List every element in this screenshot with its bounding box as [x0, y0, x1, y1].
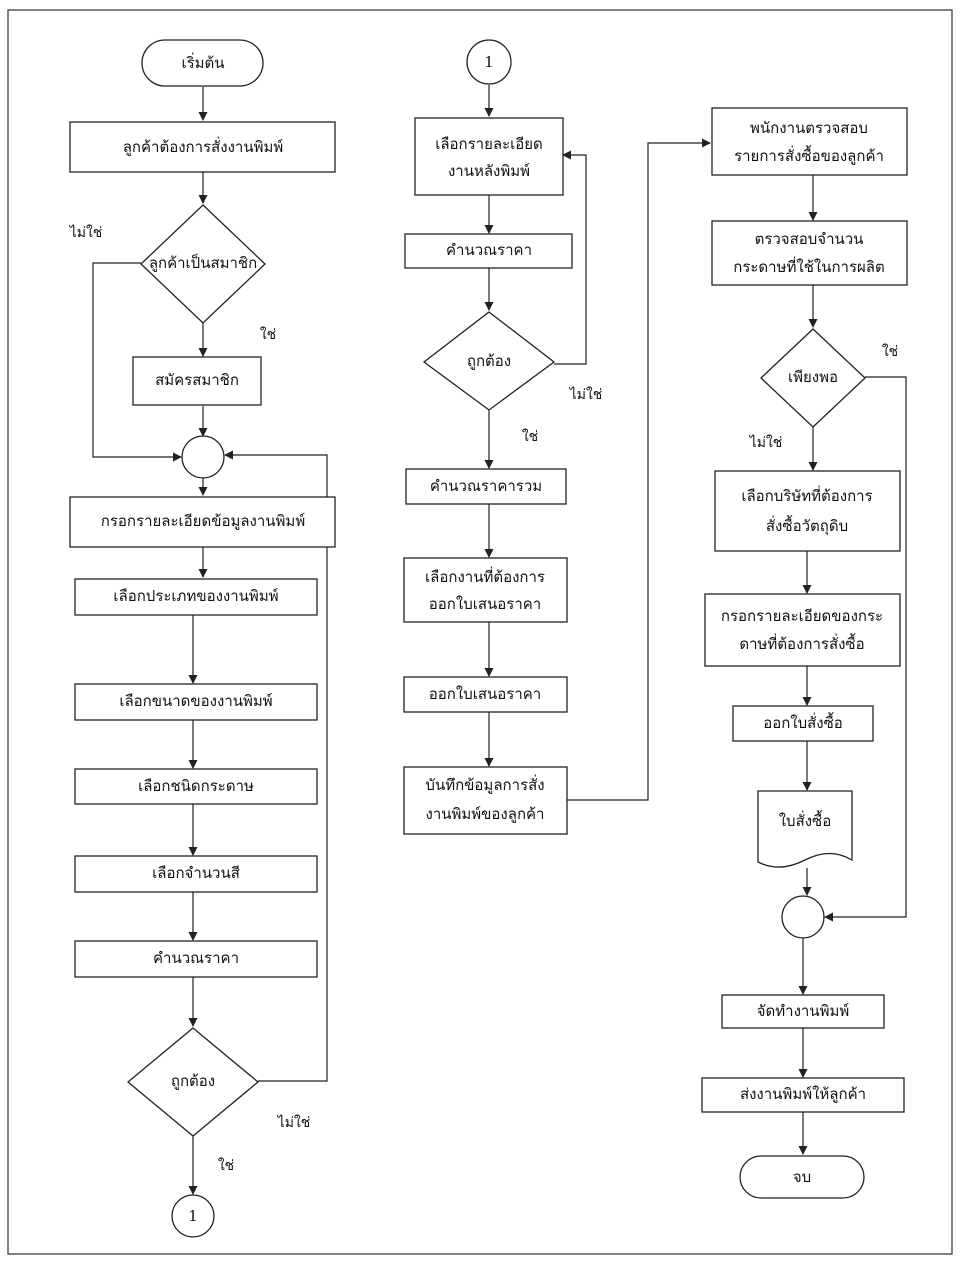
fill-paper-label-2: ดาษที่ต้องการสั่งซื้อ	[739, 633, 864, 653]
deliver-label: ส่งงานพิมพ์ให้ลูกค้า	[740, 1085, 866, 1103]
check-paper-label-1: ตรวจสอบจำนวน	[755, 230, 864, 248]
process-produce: จัดทำงานพิมพ์	[721, 994, 885, 1029]
enough-label: เพียงพอ	[788, 368, 838, 386]
edge-member-no	[92, 262, 182, 462]
is-member-no-label: ไม่ใช่	[69, 224, 103, 241]
document-po: ใบสั่งซื้อ	[757, 790, 853, 868]
process-staff-check: พนักงานตรวจสอบ รายการสั่งซื้อของลูกค้า	[711, 107, 908, 176]
correct-2-yes-label: ใช่	[522, 428, 538, 445]
offpage-connector-1: 1	[171, 1194, 215, 1238]
decision-correct-2: ถูกต้อง	[422, 311, 556, 411]
process-check-paper: ตรวจสอบจำนวน กระดาษที่ใช้ในการผลิต	[711, 220, 908, 286]
process-choose-type: เลือกประเภทของงานพิมพ์	[74, 578, 318, 616]
is-member-label: ลูกค้าเป็นสมาชิก	[149, 253, 257, 272]
enough-no-label: ไม่ใช่	[749, 434, 783, 451]
correct-2-label: ถูกต้อง	[467, 352, 511, 370]
is-member-yes-label: ใช่	[260, 326, 276, 343]
edges	[92, 85, 907, 1195]
customer-order-label: ลูกค้าต้องการสั่งงานพิมพ์	[123, 136, 284, 156]
fill-details-label: กรอกรายละเอียดข้อมูลงานพิมพ์	[101, 512, 305, 530]
staff-check-label-2: รายการสั่งซื้อของลูกค้า	[734, 145, 884, 165]
process-issue-po: ออกใบสั่งซื้อ	[732, 705, 874, 742]
edge-enough-yes	[824, 376, 907, 922]
correct-1-no-label: ไม่ใช่	[277, 1114, 311, 1131]
choose-size-label: เลือกขนาดของงานพิมพ์	[119, 692, 272, 710]
process-post-print: เลือกรายละเอียด งานหลังพิมพ์	[414, 117, 564, 196]
merge-connector-1	[181, 435, 225, 479]
save-order-label-1: บันทึกข้อมูลการสั่ง	[425, 774, 544, 794]
process-register: สมัครสมาชิก	[132, 356, 262, 406]
process-save-order: บันทึกข้อมูลการสั่ง งานพิมพ์ของลูกค้า	[403, 766, 568, 835]
merge-connector-2	[781, 895, 825, 939]
choose-colors-label: เลือกจำนวนสี	[152, 864, 240, 882]
offpage-connector-1-label: 1	[188, 1207, 198, 1225]
process-issue-quote: ออกใบเสนอราคา	[403, 676, 568, 713]
edge-save-staff	[567, 138, 711, 801]
end-label: จบ	[793, 1168, 811, 1186]
onpage-connector-1: 1	[466, 39, 512, 85]
page-frame	[7, 9, 953, 1255]
choose-company-label-2: สั่งซื้อวัตถุดิบ	[766, 515, 848, 536]
process-select-quote: เลือกงานที่ต้องการ ออกใบเสนอราคา	[403, 557, 568, 623]
save-order-label-2: งานพิมพ์ของลูกค้า	[426, 805, 545, 823]
issue-quote-label: ออกใบเสนอราคา	[429, 685, 541, 703]
calc-price-1-label: คำนวณราคา	[153, 949, 239, 967]
process-deliver: ส่งงานพิมพ์ให้ลูกค้า	[701, 1077, 905, 1113]
onpage-connector-1-label: 1	[484, 53, 494, 71]
enough-yes-label: ใช่	[882, 343, 898, 360]
decision-is-member: ลูกค้าเป็นสมาชิก	[140, 204, 266, 324]
register-label: สมัครสมาชิก	[155, 371, 239, 389]
process-choose-company: เลือกบริษัทที่ต้องการ สั่งซื้อวัตถุดิบ	[714, 470, 901, 552]
process-fill-paper-order: กรอกรายละเอียดของกระ ดาษที่ต้องการสั่งซื…	[704, 593, 901, 667]
start-terminal: เริ่มต้น	[141, 39, 264, 87]
process-calc-price-2: คำนวณราคา	[404, 233, 573, 269]
process-calc-price-1: คำนวณราคา	[74, 940, 318, 978]
issue-po-label: ออกใบสั่งซื้อ	[763, 712, 843, 732]
select-quote-label-1: เลือกงานที่ต้องการ	[425, 566, 545, 586]
start-label: เริ่มต้น	[181, 52, 224, 72]
choose-type-label: เลือกประเภทของงานพิมพ์	[113, 587, 278, 605]
correct-1-label: ถูกต้อง	[171, 1072, 215, 1090]
choose-paper-label: เลือกชนิดกระดาษ	[138, 777, 254, 795]
post-print-label-1: เลือกรายละเอียด	[435, 135, 543, 153]
correct-1-yes-label: ใช่	[218, 1157, 234, 1174]
staff-check-label-1: พนักงานตรวจสอบ	[750, 119, 868, 137]
process-customer-order: ลูกค้าต้องการสั่งงานพิมพ์	[69, 121, 336, 173]
post-print-label-2: งานหลังพิมพ์	[448, 162, 530, 180]
fill-paper-label-1: กรอกรายละเอียดของกระ	[721, 607, 883, 625]
calc-price-2-label: คำนวณราคา	[446, 241, 532, 259]
process-choose-size: เลือกขนาดของงานพิมพ์	[74, 683, 318, 721]
column-2: 1 เลือกรายละเอียด งานหลังพิมพ์ คำนวณราคา…	[403, 39, 603, 835]
produce-label: จัดทำงานพิมพ์	[757, 1002, 850, 1020]
column-3: พนักงานตรวจสอบ รายการสั่งซื้อของลูกค้า ต…	[701, 107, 908, 1199]
check-paper-label-2: กระดาษที่ใช้ในการผลิต	[733, 256, 885, 276]
process-fill-details: กรอกรายละเอียดข้อมูลงานพิมพ์	[69, 496, 336, 548]
process-choose-paper: เลือกชนิดกระดาษ	[74, 768, 318, 805]
choose-company-label-1: เลือกบริษัทที่ต้องการ	[741, 485, 872, 505]
edge-correct-no-loop	[224, 450, 328, 1082]
select-quote-label-2: ออกใบเสนอราคา	[429, 595, 541, 613]
calc-total-label: คำนวณราคารวม	[430, 477, 542, 495]
correct-2-no-label: ไม่ใช่	[569, 386, 603, 403]
process-calc-total: คำนวณราคารวม	[405, 468, 567, 505]
po-doc-label: ใบสั่งซื้อ	[779, 810, 832, 830]
process-choose-colors: เลือกจำนวนสี	[74, 855, 318, 893]
decision-enough: เพียงพอ	[760, 328, 866, 428]
edge-correct2-no-loop	[554, 150, 587, 365]
column-1: เริ่มต้น ลูกค้าต้องการสั่งงานพิมพ์ ลูกค้…	[69, 39, 336, 1238]
decision-correct-1: ถูกต้อง	[126, 1027, 260, 1137]
end-terminal: จบ	[739, 1155, 865, 1199]
